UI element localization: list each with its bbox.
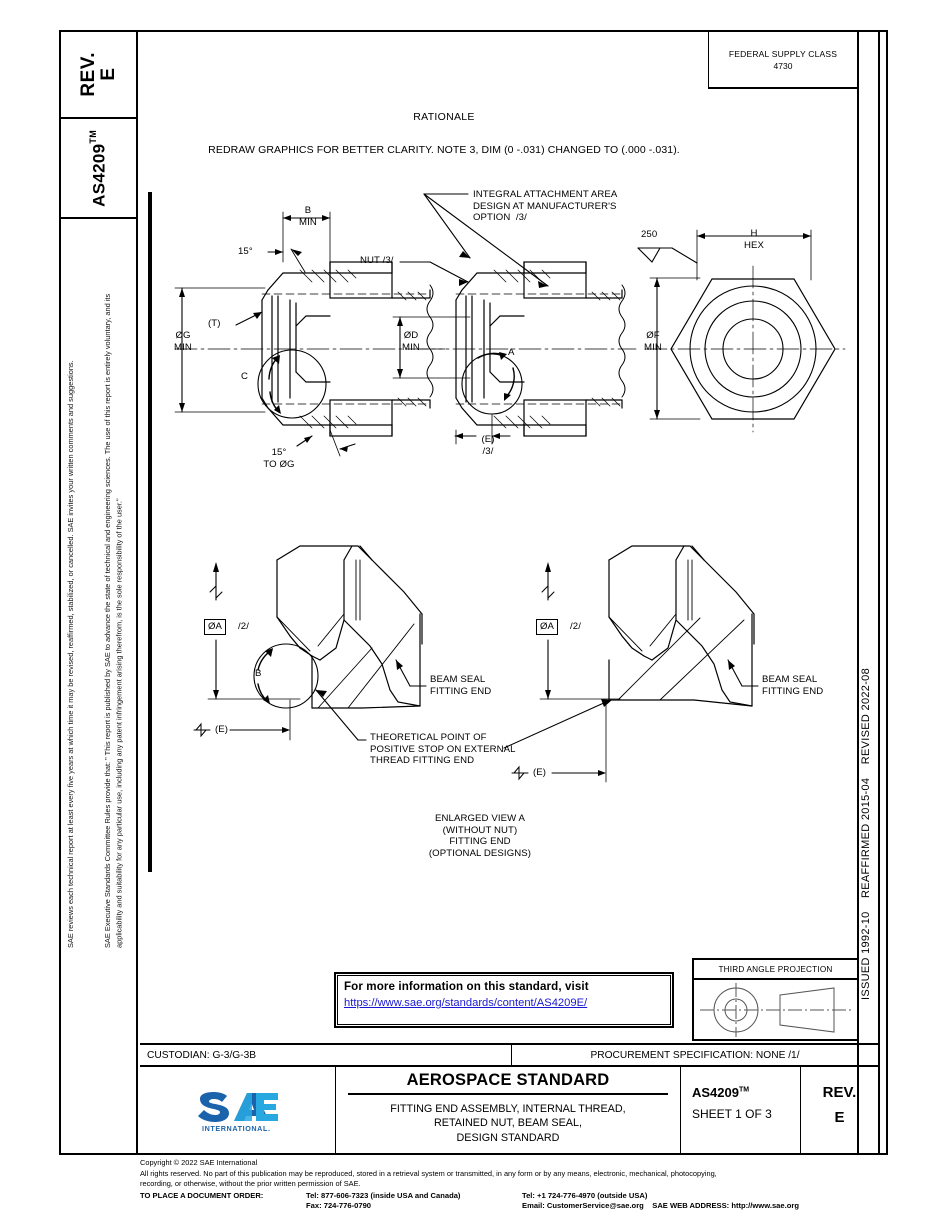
aerospace-standard-heading: AEROSPACE STANDARD	[348, 1071, 668, 1095]
rationale-title: RATIONALE	[413, 111, 475, 123]
document-number-cell: AS4209TM SHEET 1 OF 3	[681, 1067, 801, 1155]
svg-text:INTERNATIONAL.: INTERNATIONAL.	[202, 1124, 271, 1132]
more-information-title: For more information on this standard, v…	[344, 980, 589, 993]
label-e-left: (E)	[215, 724, 229, 735]
label-oa-right: ØA	[536, 619, 558, 635]
label-e-note: (E) /3/	[481, 434, 495, 457]
change-bar	[148, 192, 152, 872]
label-detail-c: C	[241, 371, 249, 382]
reaffirmed-date: REAFFIRMED 2015-04	[860, 777, 872, 898]
label-b-min: B MIN	[299, 205, 317, 228]
sheet-outer-frame	[59, 30, 888, 1155]
email-address: Email: CustomerService@sae.org	[522, 1201, 644, 1211]
label-e-right: (E)	[533, 767, 547, 778]
procurement-spec-text: PROCUREMENT SPECIFICATION: NONE /1/	[590, 1050, 800, 1061]
custodian-text: CUSTODIAN: G-3/G-3B	[140, 1045, 512, 1065]
order-phone-block: Tel: 877-606-7323 (inside USA and Canada…	[306, 1191, 522, 1213]
footer: Copyright © 2022 SAE International All r…	[140, 1158, 900, 1212]
title-block-revision-cell: REV. E	[801, 1067, 878, 1155]
standard-id-text: AS4209TM	[88, 130, 110, 207]
rationale-text: REDRAW GRAPHICS FOR BETTER CLARITY. NOTE…	[208, 144, 680, 156]
title-block-rev-label: REV.	[822, 1084, 857, 1101]
label-oa-left: ØA	[204, 619, 226, 635]
label-beam-seal-right: BEAM SEAL FITTING END	[762, 674, 824, 697]
legal-paragraph-2: SAE reviews each technical report at lea…	[66, 360, 75, 948]
label-theoretical-note: THEORETICAL POINT OF POSITIVE STOP ON EX…	[370, 732, 516, 767]
document-number-value: AS4209	[692, 1085, 739, 1100]
aerospace-standard-subtitle: FITTING END ASSEMBLY, INTERNAL THREAD, R…	[390, 1103, 626, 1144]
tel-outside-usa: Tel: +1 724-776-4970 (outside USA)	[522, 1190, 648, 1200]
sae-logo: INTERNATIONAL.	[196, 1090, 280, 1133]
document-number: AS4209TM	[692, 1085, 800, 1100]
revision-label: REV.	[77, 51, 99, 97]
fax-number: Fax: 724-776-0790	[306, 1201, 372, 1211]
document-number-tm: TM	[738, 1086, 750, 1094]
rights-line-2: recording, or otherwise, without the pri…	[140, 1179, 361, 1189]
order-info-row: TO PLACE A DOCUMENT ORDER: Tel: 877-606-…	[140, 1191, 900, 1213]
sheet-number: SHEET 1 OF 3	[692, 1107, 772, 1121]
third-angle-projection-symbol	[700, 983, 852, 1037]
label-detail-a: A	[508, 347, 515, 358]
label-oa-left-note: /2/	[238, 621, 249, 632]
label-beam-seal-left: BEAM SEAL FITTING END	[430, 674, 492, 697]
title-block-rev-value: E	[834, 1109, 845, 1126]
label-view-caption: ENLARGED VIEW A (WITHOUT NUT) FITTING EN…	[428, 813, 532, 860]
order-label: TO PLACE A DOCUMENT ORDER:	[140, 1190, 264, 1200]
federal-supply-class-value: 4730	[773, 61, 793, 71]
issued-date: ISSUED 1992-10	[860, 911, 872, 1000]
label-t-callout: (T)	[208, 318, 221, 329]
label-15-to-og: 15° TO ØG	[263, 447, 295, 470]
label-og-min: ØG MIN	[174, 330, 192, 353]
federal-supply-class-label: FEDERAL SUPPLY CLASS	[728, 49, 838, 59]
sheet-right-rule	[878, 30, 880, 1155]
label-od-min: ØD MIN	[402, 330, 420, 353]
revision-box-text: REV.E	[77, 51, 119, 97]
revision-value: E	[97, 67, 119, 81]
sae-logo-icon: INTERNATIONAL.	[197, 1092, 278, 1133]
label-surface-250: 250	[641, 229, 658, 240]
legal-notice-block: SAE Executive Standards Committee Rules …	[58, 272, 137, 962]
third-angle-projection-box: THIRD ANGLE PROJECTION	[692, 958, 857, 1041]
label-nut-note: NUT /3/	[360, 255, 394, 266]
custodian-bar: CUSTODIAN: G-3/G-3B PROCUREMENT SPECIFIC…	[140, 1043, 878, 1067]
sae-logo-cell: INTERNATIONAL.	[140, 1067, 336, 1155]
rights-line-1: All rights reserved. No part of this pub…	[140, 1168, 717, 1178]
label-oa-right-note: /2/	[570, 621, 581, 632]
federal-supply-class-box: FEDERAL SUPPLY CLASS 4730	[708, 31, 857, 89]
web-address-label: SAE WEB ADDRESS:	[652, 1201, 730, 1211]
legal-paragraph-1: SAE Executive Standards Committee Rules …	[103, 293, 124, 948]
standard-id-box: AS4209TM	[60, 119, 137, 219]
standard-url-link[interactable]: https://www.sae.org/standards/content/AS…	[344, 997, 588, 1009]
right-band-divider	[857, 30, 859, 1155]
order-contact-block: Tel: +1 724-776-4970 (outside USA) Email…	[522, 1191, 799, 1213]
dates-text: ISSUED 1992-10 REAFFIRMED 2015-04 REVISE…	[860, 668, 872, 1000]
copyright-line: Copyright © 2022 SAE International	[140, 1158, 258, 1167]
label-detail-b: B	[255, 668, 262, 679]
title-block: INTERNATIONAL. AEROSPACE STANDARD FITTIN…	[140, 1067, 878, 1155]
revised-date: REVISED 2022-08	[860, 667, 872, 765]
email-and-web: Email: CustomerService@sae.org SAE WEB A…	[522, 1201, 799, 1212]
trademark-mark: TM	[87, 129, 98, 144]
title-cell: AEROSPACE STANDARD FITTING END ASSEMBLY,…	[336, 1067, 681, 1155]
web-address-url: http://www.sae.org	[731, 1201, 799, 1211]
dates-block: ISSUED 1992-10 REAFFIRMED 2015-04 REVISE…	[859, 600, 878, 1000]
label-integral-note: INTEGRAL ATTACHMENT AREA DESIGN AT MANUF…	[473, 189, 618, 224]
more-information-box: For more information on this standard, v…	[334, 972, 674, 1028]
label-of-min: ØF MIN	[644, 330, 662, 353]
third-angle-projection-title: THIRD ANGLE PROJECTION	[694, 960, 857, 980]
label-15deg-top: 15°	[238, 246, 253, 257]
left-band-divider	[136, 30, 138, 1155]
label-h-hex: H HEX	[743, 228, 765, 251]
revision-box: REV.E	[60, 31, 137, 119]
tel-inside-usa: Tel: 877-606-7323 (inside USA and Canada…	[306, 1190, 461, 1200]
